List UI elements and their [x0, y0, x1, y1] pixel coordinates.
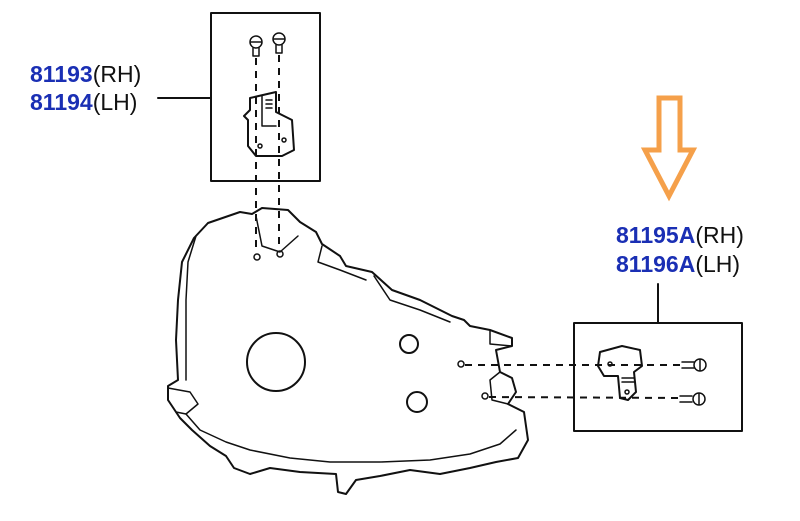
part-number-rh: 81195A: [616, 222, 695, 248]
part-number-rh: 81193: [30, 61, 93, 87]
screw-icon: [681, 358, 707, 372]
side-lh: (LH): [695, 251, 740, 277]
side-rh: (RH): [695, 222, 744, 248]
transmission-housing: [167, 207, 529, 495]
part-number-lh: 81196A: [616, 251, 695, 277]
screw-icon: [679, 392, 706, 406]
part-label-81195a: 81195A(RH): [616, 222, 744, 248]
svg-text:81196A(LH): 81196A(LH): [616, 251, 740, 277]
bracket-box-right: [465, 322, 743, 432]
svg-text:81194(LH): 81194(LH): [30, 89, 137, 115]
bracket-box-top: [210, 12, 321, 252]
part-number-lh: 81194: [30, 89, 93, 115]
part-label-81196a: 81196A(LH): [616, 251, 740, 277]
side-lh: (LH): [93, 89, 138, 115]
screw-icon: [249, 35, 263, 57]
bracket-icon: [243, 91, 295, 157]
part-label-81194: 81194(LH): [30, 89, 137, 115]
screw-icon: [272, 32, 286, 54]
down-arrow-icon: [640, 95, 698, 202]
svg-text:81193(RH): 81193(RH): [30, 61, 141, 87]
part-label-81193: 81193(RH): [30, 61, 141, 87]
svg-text:81195A(RH): 81195A(RH): [616, 222, 744, 248]
side-rh: (RH): [93, 61, 142, 87]
